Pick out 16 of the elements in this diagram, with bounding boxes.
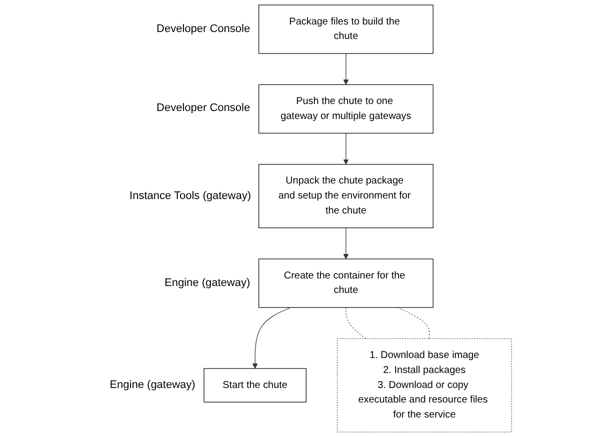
- stage-label: Engine (gateway): [110, 378, 196, 392]
- node-box: Create the container for the chute: [258, 258, 434, 308]
- arrow: [342, 53, 348, 85]
- stage-label: Developer Console: [156, 102, 250, 116]
- stage-label: Engine (gateway): [164, 276, 250, 290]
- arrow: [252, 307, 291, 369]
- node-box: Package files to build the chute: [258, 4, 434, 54]
- connector: [345, 307, 366, 339]
- arrow: [342, 228, 348, 260]
- node-box: Start the chute: [203, 368, 306, 402]
- node-box: Unpack the chute package and setup the environment for the chute: [258, 164, 434, 228]
- arrow: [342, 132, 348, 165]
- stage-label: Instance Tools (gateway): [130, 190, 251, 203]
- stage-label: Developer Console: [156, 22, 250, 36]
- node-box: 1. Download base image 2. Install packages 3. Download or copy executable and resource files for the service: [336, 338, 512, 432]
- node-box: Push the chute to one gateway or multiple gateways: [258, 84, 434, 134]
